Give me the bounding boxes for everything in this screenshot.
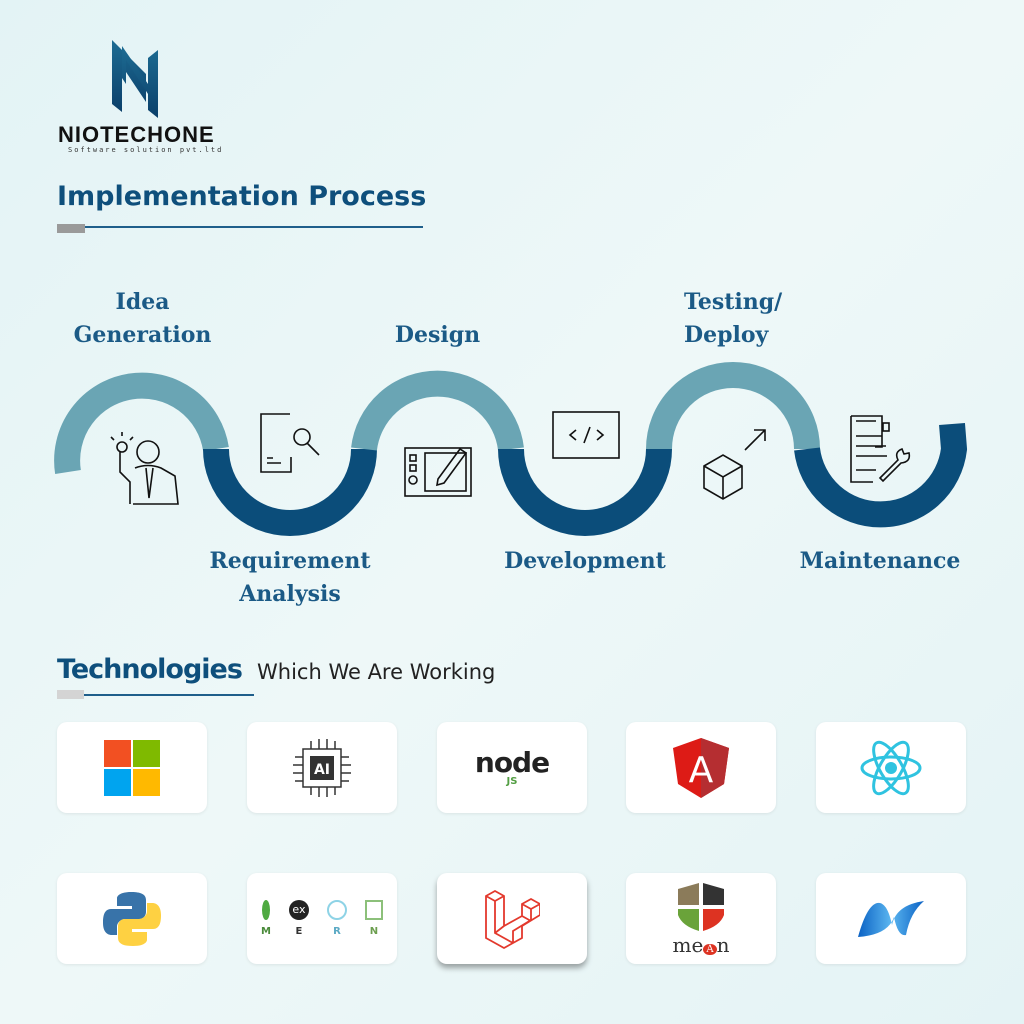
wave-arc-1 bbox=[54, 372, 229, 474]
mern-letter: E bbox=[295, 926, 303, 937]
title-accent bbox=[57, 224, 85, 233]
react-small-icon bbox=[326, 900, 347, 920]
wave-arc-4 bbox=[498, 448, 672, 536]
code-icon bbox=[552, 411, 620, 459]
brand-name: NIOTECHONE bbox=[58, 122, 215, 147]
mean-text: me bbox=[672, 932, 704, 957]
process-title: Implementation Process bbox=[57, 181, 427, 212]
wave-arc-5 bbox=[646, 362, 820, 450]
mean-n: n bbox=[716, 932, 730, 957]
ai-chip-icon: AI bbox=[293, 738, 351, 797]
react-logo-icon bbox=[860, 740, 922, 795]
tech-card-react bbox=[816, 722, 966, 813]
mern-letter: M bbox=[261, 926, 271, 937]
step-testing-deploy: Testing/Deploy bbox=[684, 286, 804, 352]
express-icon: ex bbox=[288, 900, 309, 920]
mern-letter: N bbox=[369, 926, 379, 937]
step-label: Generation bbox=[73, 322, 212, 348]
python-logo-icon bbox=[103, 891, 161, 946]
laravel-logo-icon bbox=[485, 889, 540, 949]
mean-a: A bbox=[703, 943, 717, 955]
tech-card-microsoft bbox=[57, 722, 207, 813]
tech-card-dotnet bbox=[816, 873, 966, 964]
step-label: Deploy bbox=[684, 322, 769, 348]
step-design: Design bbox=[394, 322, 481, 348]
wave-arc-3 bbox=[351, 370, 524, 451]
tech-card-laravel bbox=[437, 873, 587, 964]
maintenance-icon bbox=[850, 415, 911, 483]
idea-person-icon bbox=[110, 432, 179, 505]
node-text: node bbox=[474, 745, 550, 779]
angular-letter: A bbox=[689, 750, 714, 791]
deploy-box-icon bbox=[703, 429, 766, 500]
step-label: Testing/ bbox=[684, 289, 783, 315]
tech-card-ai: AI bbox=[247, 722, 397, 813]
design-tablet-icon bbox=[404, 447, 472, 497]
tech-title-accent bbox=[57, 690, 84, 699]
ai-text: AI bbox=[314, 762, 330, 778]
mean-shield-icon bbox=[678, 882, 724, 931]
step-label: Requirement bbox=[209, 548, 371, 574]
mern-letter: R bbox=[333, 926, 341, 937]
technologies-title: Technologies bbox=[57, 654, 243, 685]
step-development: Development bbox=[504, 548, 666, 574]
tech-title-underline bbox=[84, 694, 254, 696]
logo-n-icon bbox=[112, 40, 158, 118]
microsoft-logo-icon bbox=[104, 739, 160, 796]
document-search-icon bbox=[260, 413, 320, 473]
step-label: Analysis bbox=[239, 581, 341, 607]
angular-logo-icon: A bbox=[673, 737, 729, 798]
step-maintenance: Maintenance bbox=[799, 548, 961, 574]
tech-card-angular: A bbox=[626, 722, 776, 813]
tech-card-python bbox=[57, 873, 207, 964]
process-wave bbox=[54, 362, 968, 536]
node-js-badge: JS bbox=[506, 775, 518, 787]
node-hex-icon bbox=[364, 900, 383, 920]
step-label: Idea bbox=[115, 289, 170, 315]
wave-arc-2 bbox=[203, 448, 377, 536]
wave-arc-6 bbox=[794, 422, 968, 528]
mongodb-leaf-icon bbox=[261, 900, 270, 920]
dotnet-logo-icon bbox=[858, 900, 924, 937]
title-underline bbox=[85, 226, 423, 228]
brand-tagline: Software solution pvt.ltd bbox=[68, 146, 224, 154]
technologies-subtitle: Which We Are Working bbox=[257, 660, 496, 684]
